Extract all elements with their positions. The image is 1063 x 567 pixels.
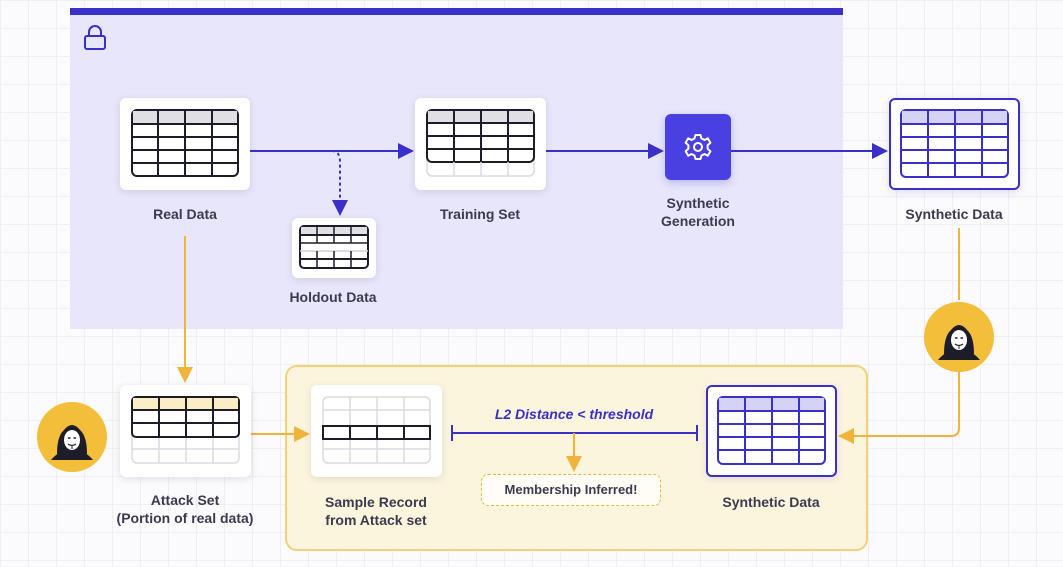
real-data-label: Real Data — [153, 206, 217, 222]
sample-record-card[interactable] — [311, 385, 442, 477]
training-set-card[interactable] — [415, 98, 546, 190]
table-icon — [131, 396, 240, 464]
sample-record-label: Sample Record from Attack set — [325, 494, 427, 528]
attack-set-card[interactable] — [120, 385, 251, 477]
table-icon — [322, 396, 431, 464]
arrow-attacker-to-synthetic — [838, 372, 960, 444]
synthetic-generation-node[interactable] — [665, 114, 731, 180]
hacker-icon — [51, 425, 93, 460]
synthetic-data-bottom-label: Synthetic Data — [722, 494, 820, 510]
hacker-icon — [938, 325, 980, 360]
distance-threshold-label: L2 Distance < threshold — [494, 406, 654, 422]
table-icon — [900, 109, 1009, 178]
synthetic-data-top-card[interactable] — [889, 98, 1020, 190]
arrow-split-to-holdout — [331, 150, 348, 216]
real-data-card[interactable] — [120, 98, 250, 190]
gear-icon — [684, 134, 712, 160]
holdout-data-label: Holdout Data — [289, 289, 377, 305]
training-set-label: Training Set — [439, 206, 521, 222]
synthetic-data-bottom-card[interactable] — [706, 385, 837, 477]
table-icon — [717, 396, 826, 465]
table-icon — [131, 109, 239, 177]
synthetic-generation-label: Synthetic Generation — [661, 195, 735, 229]
attacker-left-avatar — [37, 402, 107, 472]
synthetic-data-top-label: Synthetic Data — [905, 206, 1003, 222]
holdout-data-card[interactable] — [292, 218, 376, 278]
table-icon — [299, 225, 369, 269]
private-zone-top-bar — [70, 8, 843, 15]
table-icon — [426, 109, 535, 177]
attacker-right-avatar — [924, 302, 994, 372]
membership-inferred-note: Membership Inferred! — [481, 474, 661, 506]
attack-set-label: Attack Set (Portion of real data) — [116, 492, 254, 526]
